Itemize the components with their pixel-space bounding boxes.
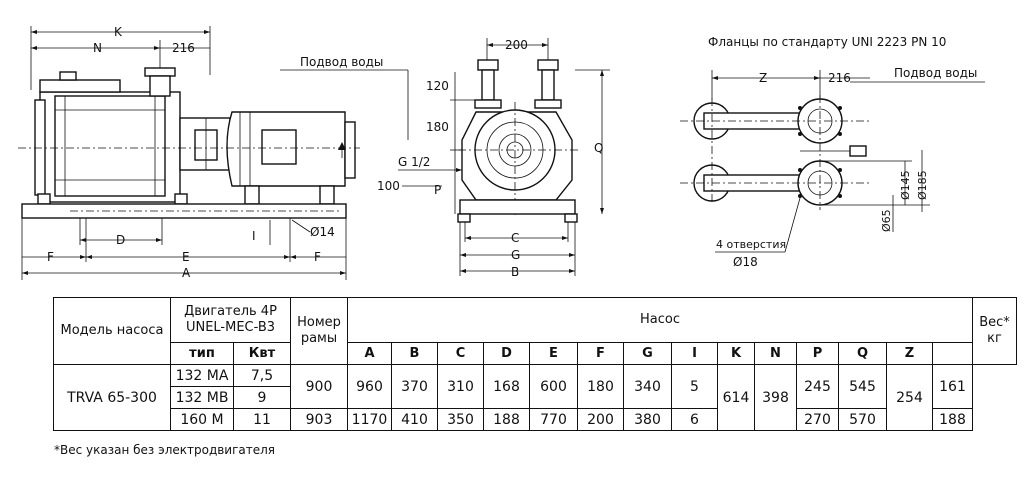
holes-count: 4 отверстия <box>716 238 786 251</box>
frame-header: Номер рамы <box>290 297 348 365</box>
a-cell: 1170 <box>347 408 392 431</box>
c-cell: 350 <box>437 408 484 431</box>
technical-drawing: K N 216 <box>18 25 985 280</box>
motor-type-cell: 160 M <box>170 408 234 431</box>
g-cell: 340 <box>623 364 672 409</box>
motor-kw-cell: 7,5 <box>233 364 291 387</box>
weight-header: Вес* кг <box>972 297 1017 365</box>
col-k: K <box>717 342 755 365</box>
motor-kw-header: Квт <box>233 342 291 365</box>
side-view: K N 216 <box>18 25 360 280</box>
col-d: D <box>483 342 530 365</box>
dim-p: P <box>434 183 441 197</box>
footnote: *Вес указан без электродвигателя <box>54 443 276 457</box>
dim-e: E <box>182 250 190 264</box>
col-i: I <box>671 342 718 365</box>
dim-f-left: F <box>47 250 54 264</box>
table-row: 160 M 11 903 1170 410 350 188 770 200 38… <box>54 408 1017 431</box>
dim-180: 180 <box>426 120 449 134</box>
col-c: C <box>437 342 484 365</box>
pump-header: Насос <box>347 297 973 343</box>
p-cell: 270 <box>796 408 839 431</box>
col-e: E <box>529 342 578 365</box>
e-cell: 600 <box>529 364 578 409</box>
dim-216-flange: 216 <box>828 71 851 85</box>
dim-z: Z <box>759 71 767 85</box>
model-header: Модель насоса <box>53 297 171 365</box>
dim-216-side: 216 <box>172 41 195 55</box>
z-cell: 254 <box>886 364 933 431</box>
motor-header: Двигатель 4P UNEL-MEC-B3 <box>170 297 291 343</box>
weight-cell: 188 <box>932 408 973 431</box>
d-cell: 188 <box>483 408 530 431</box>
table-row: 132 MB 9 <box>54 386 1017 409</box>
motor-type-cell: 132 MB <box>170 386 234 409</box>
dim-n: N <box>93 41 102 55</box>
dim-120: 120 <box>426 79 449 93</box>
dim-65: Ø65 <box>880 209 893 232</box>
dim-i: I <box>252 229 256 243</box>
dim-hole-18: Ø18 <box>733 255 758 269</box>
dim-c: C <box>511 231 519 245</box>
dim-d: D <box>116 233 125 247</box>
col-f: F <box>577 342 624 365</box>
flange-title: Фланцы по стандарту UNI 2223 PN 10 <box>708 35 946 49</box>
frame-cell: 900 <box>290 364 348 409</box>
col-g: G <box>623 342 672 365</box>
a-cell: 960 <box>347 364 392 409</box>
b-cell: 370 <box>391 364 438 409</box>
k-cell: 614 <box>717 364 755 431</box>
i-cell: 6 <box>671 408 718 431</box>
f-cell: 180 <box>577 364 624 409</box>
dim-200: 200 <box>505 38 528 52</box>
col-n: N <box>754 342 797 365</box>
water-inlet-flange: Подвод воды <box>894 66 977 80</box>
col-q: Q <box>838 342 887 365</box>
dim-hole-14: Ø14 <box>310 225 335 239</box>
q-cell: 570 <box>838 408 887 431</box>
col-a: A <box>347 342 392 365</box>
table-row: TRVA 65-300 132 MA 7,5 900 960 370 310 1… <box>53 364 1017 431</box>
dim-k: K <box>114 25 123 39</box>
dim-g-half: G 1/2 <box>398 155 430 169</box>
c-cell: 310 <box>437 364 484 409</box>
water-inlet-front: Подвод воды <box>300 55 383 69</box>
col-p: P <box>796 342 839 365</box>
dim-g: G <box>511 248 520 262</box>
g-cell: 380 <box>623 408 672 431</box>
spec-table: Модель насоса Двигатель 4P UNEL-MEC-B3 Н… <box>53 297 1017 431</box>
f-cell: 200 <box>577 408 624 431</box>
p-cell: 245 <box>796 364 839 409</box>
model-cell: TRVA 65-300 <box>53 364 171 431</box>
d-cell: 168 <box>483 364 530 409</box>
q-cell: 545 <box>838 364 887 409</box>
front-view: Подвод воды 200 120 180 G 1/2 100 <box>280 38 610 279</box>
flange-view: Фланцы по стандарту UNI 2223 PN 10 Подво… <box>680 35 985 269</box>
dim-185: Ø185 <box>916 170 929 200</box>
n-cell: 398 <box>754 364 797 431</box>
frame-cell: 903 <box>290 408 348 431</box>
dim-f-right: F <box>314 250 321 264</box>
dim-q: Q <box>594 141 603 155</box>
dim-a: A <box>182 266 191 280</box>
dim-b: B <box>511 265 519 279</box>
dim-100: 100 <box>377 179 400 193</box>
col-b: B <box>391 342 438 365</box>
b-cell: 410 <box>391 408 438 431</box>
i-cell: 5 <box>671 364 718 409</box>
weight-cell: 161 <box>932 364 973 409</box>
motor-type-cell: 132 MA <box>170 364 234 387</box>
motor-type-header: тип <box>170 342 234 365</box>
motor-kw-cell: 9 <box>233 386 291 409</box>
motor-kw-cell: 11 <box>233 408 291 431</box>
col-z: Z <box>886 342 933 365</box>
dim-145: Ø145 <box>899 170 912 200</box>
e-cell: 770 <box>529 408 578 431</box>
